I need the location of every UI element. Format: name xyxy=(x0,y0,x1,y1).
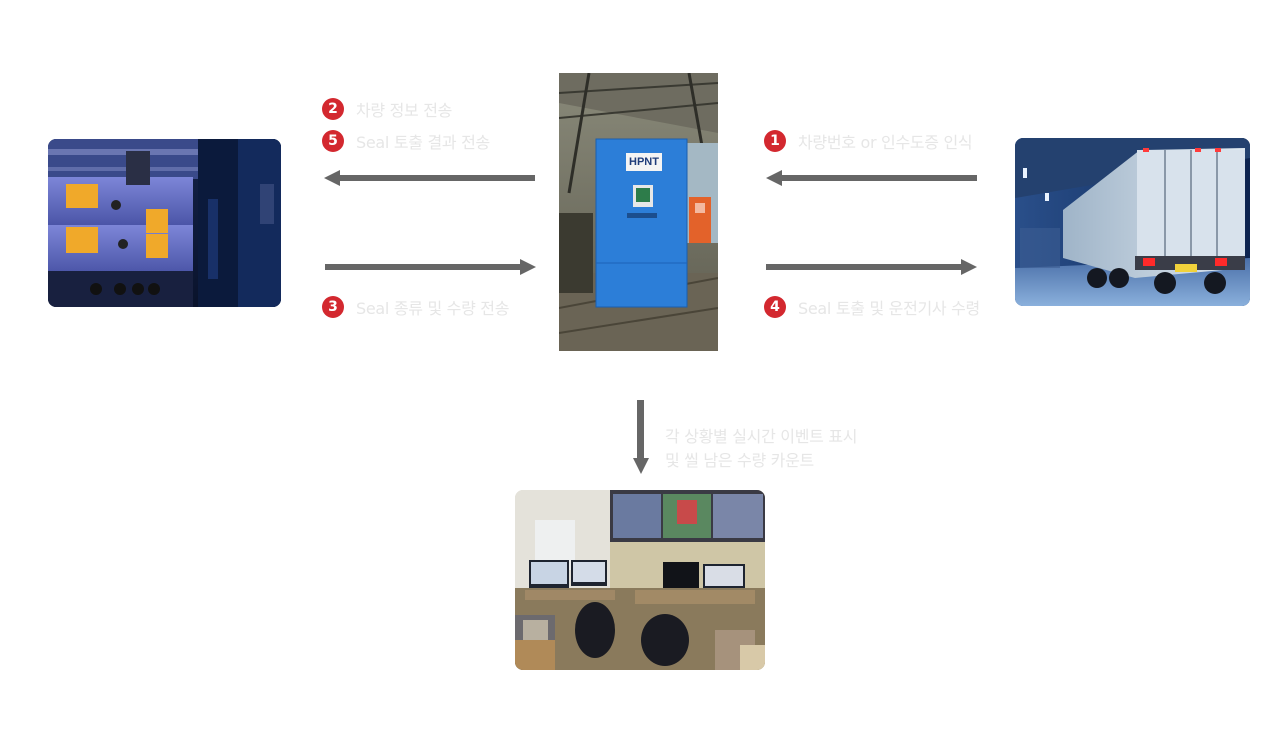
step-5-label: Seal 토출 결과 전송 xyxy=(356,133,490,152)
seal-kiosk-image: HPNT xyxy=(559,73,718,351)
step-1-label: 차량번호 or 인수도증 인식 xyxy=(798,133,973,152)
arrow-truck-to-kiosk xyxy=(766,170,977,186)
step-1: 1 차량번호 or 인수도증 인식 xyxy=(764,129,973,153)
step-4: 4 Seal 토출 및 운전기사 수령 xyxy=(764,295,980,319)
arrow-server-to-kiosk xyxy=(325,259,536,275)
truck-image xyxy=(1015,138,1250,306)
step-3: 3 Seal 종류 및 수량 전송 xyxy=(322,295,509,319)
control-caption-line-2: 및 씰 남은 수량 카운트 xyxy=(665,451,814,470)
kiosk-logo: HPNT xyxy=(629,156,659,168)
step-5: 5 Seal 토출 결과 전송 xyxy=(322,129,490,153)
arrow-kiosk-to-control xyxy=(633,400,649,474)
step-3-badge: 3 xyxy=(322,296,344,318)
step-4-label: Seal 토출 및 운전기사 수령 xyxy=(798,299,980,318)
step-2-badge: 2 xyxy=(322,98,344,120)
arrow-kiosk-to-server xyxy=(324,170,535,186)
step-2: 2 차량 정보 전송 xyxy=(322,97,452,121)
server-rack-image xyxy=(48,139,281,307)
step-3-label: Seal 종류 및 수량 전송 xyxy=(356,299,510,318)
control-caption-line-1: 각 상황별 실시간 이벤트 표시 xyxy=(665,427,858,446)
step-1-badge: 1 xyxy=(764,130,786,152)
step-5-badge: 5 xyxy=(322,130,344,152)
step-4-badge: 4 xyxy=(764,296,786,318)
step-2-label: 차량 정보 전송 xyxy=(356,101,453,120)
arrow-kiosk-to-truck xyxy=(766,259,977,275)
control-room-image xyxy=(515,490,765,670)
